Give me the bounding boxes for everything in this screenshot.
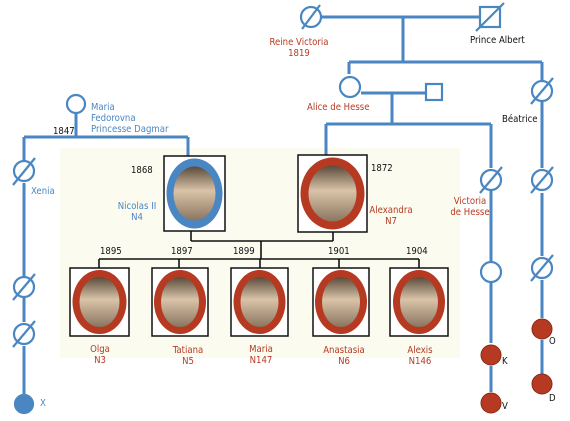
anastasia-code: N6 bbox=[338, 356, 350, 367]
maria-child-year: 1899 bbox=[233, 246, 255, 257]
olga-year: 1895 bbox=[100, 246, 122, 257]
tatiana-label: Tatiana N5 bbox=[163, 345, 213, 367]
anastasia-year: 1901 bbox=[328, 246, 350, 257]
alexandra-year: 1872 bbox=[371, 163, 393, 174]
family-tree-lines bbox=[98, 231, 420, 268]
maria-child-label: Maria N147 bbox=[236, 344, 286, 366]
nicolas-year: 1868 bbox=[131, 165, 153, 176]
victoria-hesse-descendant-symbol bbox=[479, 260, 503, 284]
victoria-hesse-line2: de Hesse bbox=[450, 207, 490, 218]
person-v-label: V bbox=[502, 401, 508, 412]
queen-victoria-label: Reine Victoria 1819 bbox=[262, 37, 336, 59]
alexandra-portrait bbox=[297, 154, 368, 233]
alice-symbol bbox=[338, 75, 362, 99]
victoria-hesse-line1: Victoria bbox=[453, 196, 487, 207]
person-v-symbol bbox=[480, 392, 502, 414]
alexis-portrait bbox=[389, 267, 449, 337]
olga-code: N3 bbox=[94, 355, 106, 366]
beatrice-label: Béatrice bbox=[502, 114, 538, 125]
nicolas-label: Nicolas II N4 bbox=[112, 201, 162, 223]
maria-fedorovna-year: 1847 bbox=[53, 126, 75, 137]
maria-fedorovna-line2: Fedorovna bbox=[91, 113, 136, 124]
nicolas-code: N4 bbox=[131, 212, 143, 223]
alexandra-code: N7 bbox=[385, 216, 397, 227]
anastasia-portrait bbox=[312, 267, 370, 337]
alice-spouse-symbol bbox=[424, 82, 444, 102]
maria-fedorovna-symbol bbox=[65, 93, 87, 115]
tatiana-portrait bbox=[151, 267, 209, 337]
pedigree-lines bbox=[22, 15, 544, 394]
alice-label: Alice de Hesse bbox=[307, 102, 370, 113]
alexis-code: N146 bbox=[408, 356, 432, 367]
olga-label: Olga N3 bbox=[75, 344, 125, 366]
nicolas-name: Nicolas II bbox=[117, 201, 157, 212]
alexandra-name: Alexandra bbox=[369, 205, 413, 216]
pedigree-symbols bbox=[12, 2, 554, 415]
tatiana-code: N5 bbox=[182, 356, 194, 367]
tatiana-year: 1897 bbox=[171, 246, 193, 257]
anastasia-label: Anastasia N6 bbox=[316, 345, 372, 367]
alexis-name: Alexis bbox=[407, 345, 433, 356]
tatiana-name: Tatiana bbox=[172, 345, 204, 356]
maria-fedorovna-label: Maria Fedorovna Princesse Dagmar bbox=[91, 102, 168, 135]
nicolas-portrait bbox=[163, 155, 226, 232]
maria-child-code: N147 bbox=[249, 355, 273, 366]
red-symbols bbox=[480, 318, 553, 414]
person-o-label: O bbox=[549, 336, 556, 347]
xenia-label: Xenia bbox=[31, 186, 55, 197]
person-d-symbol bbox=[531, 373, 553, 395]
maria-fedorovna-line1: Maria bbox=[91, 102, 115, 113]
alexis-year: 1904 bbox=[406, 246, 428, 257]
queen-victoria-year: 1819 bbox=[288, 48, 310, 59]
person-k-symbol bbox=[480, 344, 502, 366]
alexis-label: Alexis N146 bbox=[395, 345, 445, 367]
maria-fedorovna-line3: Princesse Dagmar bbox=[91, 124, 169, 135]
person-o-symbol bbox=[531, 318, 553, 340]
prince-albert-label: Prince Albert bbox=[470, 35, 525, 46]
queen-victoria-name: Reine Victoria bbox=[269, 37, 329, 48]
anastasia-name: Anastasia bbox=[323, 345, 365, 356]
olga-portrait bbox=[69, 267, 130, 337]
olga-name: Olga bbox=[90, 344, 110, 355]
person-k-label: K bbox=[502, 356, 508, 367]
victoria-hesse-label: Victoria de Hesse bbox=[446, 196, 494, 218]
person-d-label: D bbox=[549, 393, 556, 404]
maria-child-portrait bbox=[230, 267, 289, 337]
person-x-symbol bbox=[13, 393, 35, 415]
alexandra-label: Alexandra N7 bbox=[366, 205, 416, 227]
person-x-label: X bbox=[40, 398, 46, 409]
maria-child-name: Maria bbox=[249, 344, 273, 355]
portraits bbox=[69, 154, 449, 337]
